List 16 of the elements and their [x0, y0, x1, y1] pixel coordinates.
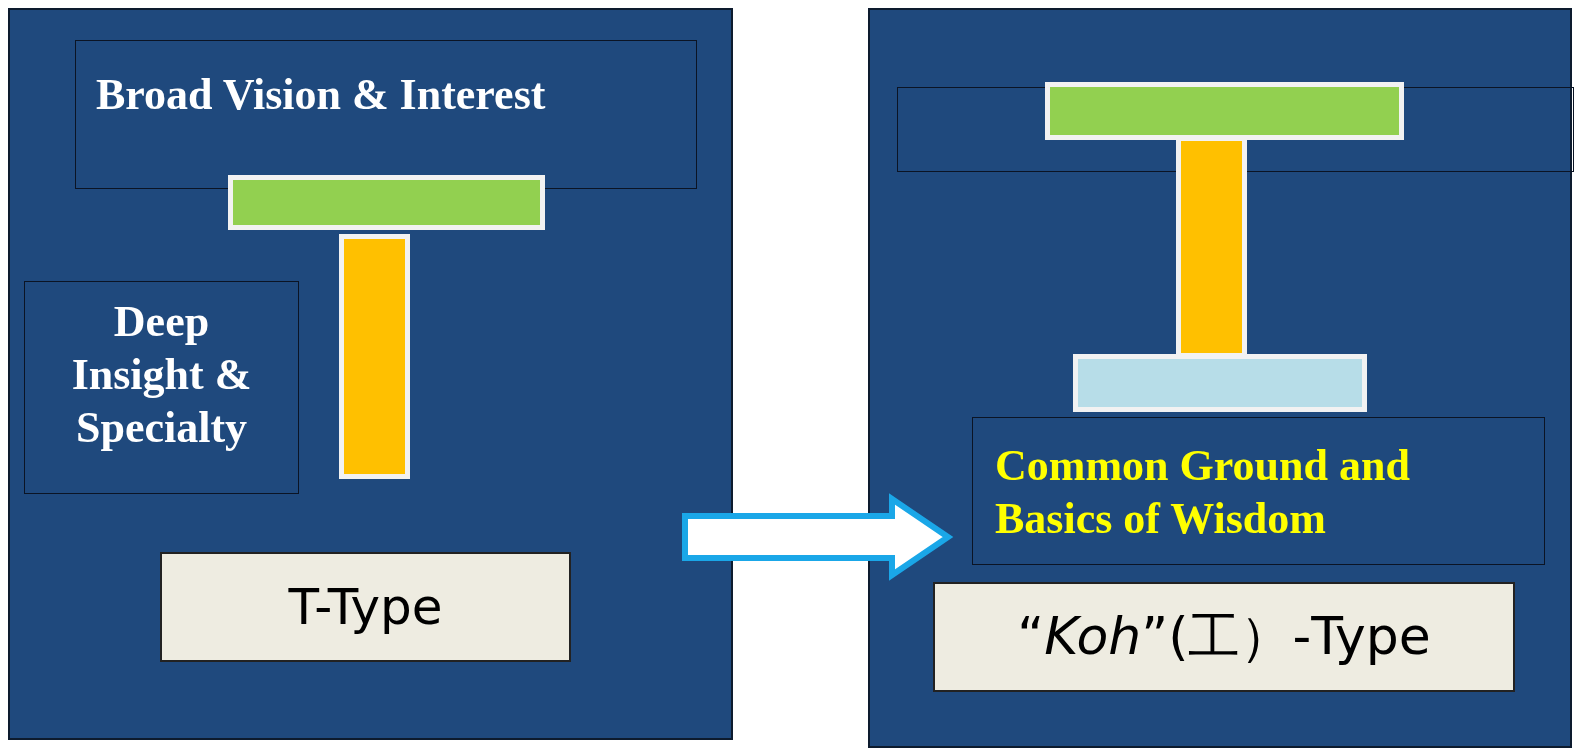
panel: [868, 8, 1572, 748]
heading-text: Deep Insight & Specialty: [70, 296, 253, 454]
type-label: [160, 552, 571, 662]
text-box: [972, 417, 1545, 565]
bar: [228, 175, 545, 230]
bar: [1073, 354, 1367, 412]
heading-text: Common Ground and Basics of Wisdom: [995, 440, 1411, 545]
panel: [8, 8, 733, 740]
heading-text: Broad Vision & Interest: [96, 69, 547, 121]
block-arrow: [682, 493, 954, 581]
bar: [339, 234, 410, 479]
bar: [1045, 82, 1404, 140]
type-title: T-Type: [288, 578, 443, 636]
text-box: [24, 281, 299, 494]
type-title: “Koh”(工）-Type: [1017, 605, 1431, 668]
type-label: [933, 582, 1515, 692]
